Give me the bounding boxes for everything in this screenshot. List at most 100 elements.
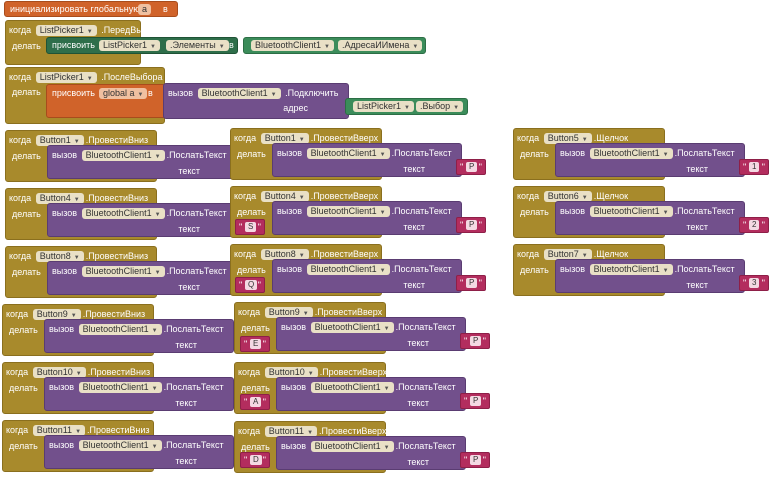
component-dropdown[interactable]: Button5▼ [543, 133, 592, 144]
loose-string-block[interactable]: "S" [235, 219, 265, 235]
set-property-block[interactable]: присвоить ListPicker1▼ .Элементы▼ в [46, 37, 238, 54]
global-variable-init-block[interactable]: инициализировать глобальную a в [4, 1, 178, 17]
string-value[interactable]: 1 [749, 162, 760, 172]
set-global-block[interactable]: присвоить global a▼ в [46, 84, 166, 118]
client-dropdown[interactable]: BluetoothClient1▼ [306, 148, 390, 159]
when-label: когда [9, 135, 32, 145]
loose-string-block[interactable]: "D" [240, 452, 270, 468]
event-name: .ПровестиВниз [85, 135, 149, 145]
client-dropdown[interactable]: BluetoothClient1▼ [310, 441, 394, 452]
text-string-block[interactable]: "1" [739, 159, 769, 175]
component-dropdown[interactable]: Button4▼ [260, 191, 309, 202]
client-dropdown[interactable]: BluetoothClient1▼ [589, 148, 673, 159]
component-dropdown[interactable]: Button11▼ [264, 426, 318, 437]
component-dropdown[interactable]: Button9▼ [32, 309, 81, 320]
client-dropdown[interactable]: BluetoothClient1▼ [310, 322, 394, 333]
string-value[interactable]: P [470, 455, 482, 465]
text-string-block[interactable]: "P" [460, 452, 490, 468]
selection-dropdown[interactable]: .Выбор▼ [416, 101, 464, 112]
string-value[interactable]: D [250, 455, 262, 465]
component-dropdown[interactable]: Button11▼ [32, 425, 86, 436]
text-string-block[interactable]: "P" [460, 333, 490, 349]
client-dropdown[interactable]: BluetoothClient1▼ [78, 440, 162, 451]
event-name: .ПровестиВверх [310, 249, 379, 259]
string-value[interactable]: P [470, 336, 482, 346]
text-string-block[interactable]: "P" [460, 393, 490, 409]
when-label: когда [238, 426, 261, 436]
component-dropdown[interactable]: Button10▼ [264, 367, 318, 378]
client-dropdown[interactable]: BluetoothClient1▼ [197, 88, 281, 99]
text-string-block[interactable]: "3" [739, 275, 769, 291]
loose-string-block[interactable]: "A" [240, 394, 270, 410]
text-string-block[interactable]: "2" [739, 217, 769, 233]
prop-dropdown[interactable]: .АдресаИИмена▼ [338, 40, 423, 51]
comp-dropdown[interactable]: ListPicker1▼ [353, 101, 414, 112]
client-dropdown[interactable]: BluetoothClient1▼ [306, 206, 390, 217]
string-value[interactable]: Q [245, 280, 258, 290]
loose-string-block[interactable]: "Q" [235, 277, 265, 293]
method-name: .ПослатьТекст [166, 266, 227, 276]
string-value[interactable]: P [470, 396, 482, 406]
string-value[interactable]: P [466, 162, 478, 172]
string-value[interactable]: 2 [749, 220, 760, 230]
listpicker-selection-getter[interactable]: ListPicker1▼ .Выбор▼ [345, 98, 468, 115]
component-dropdown[interactable]: Button10▼ [32, 367, 86, 378]
text-string-block[interactable]: "P" [456, 159, 486, 175]
call-label: вызов [281, 382, 307, 392]
event-name: .ПослеВыбора [101, 72, 163, 82]
string-value[interactable]: E [250, 339, 262, 349]
method-name: .ПослатьТекст [674, 206, 735, 216]
target-dropdown[interactable]: ListPicker1▼ [99, 40, 160, 51]
bluetooth-addresses-getter[interactable]: BluetoothClient1▼ .АдресаИИмена▼ [243, 37, 426, 54]
component-dropdown[interactable]: Button4▼ [35, 193, 84, 204]
component-dropdown[interactable]: Button8▼ [260, 249, 309, 260]
text-string-block[interactable]: "P" [456, 217, 486, 233]
client-dropdown[interactable]: BluetoothClient1▼ [81, 266, 165, 277]
client-dropdown[interactable]: BluetoothClient1▼ [310, 382, 394, 393]
text-label: текст [403, 164, 425, 174]
client-dropdown[interactable]: BluetoothClient1▼ [589, 264, 673, 275]
component-dropdown[interactable]: Button7▼ [543, 249, 592, 260]
loose-string-block[interactable]: "E" [240, 336, 270, 352]
client-dropdown[interactable]: BluetoothClient1▼ [78, 324, 162, 335]
component-dropdown[interactable]: Button1▼ [260, 133, 309, 144]
component-dropdown[interactable]: ListPicker1▼ [35, 72, 97, 83]
client-dropdown[interactable]: BluetoothClient1▼ [589, 206, 673, 217]
string-value[interactable]: 3 [749, 278, 760, 288]
component-dropdown[interactable]: Button6▼ [543, 191, 592, 202]
text-string-block[interactable]: "P" [456, 275, 486, 291]
client-dropdown[interactable]: BluetoothClient1▼ [306, 264, 390, 275]
component-dropdown[interactable]: ListPicker1▼ [35, 25, 97, 36]
component-dropdown[interactable]: Button9▼ [264, 307, 313, 318]
string-value[interactable]: A [250, 397, 262, 407]
call-label: вызов [168, 88, 194, 98]
client-dropdown[interactable]: BluetoothClient1▼ [78, 382, 162, 393]
connect-call-block[interactable]: вызов BluetoothClient1▼ .Подключить адре… [163, 83, 349, 119]
string-value[interactable]: P [466, 278, 478, 288]
string-value[interactable]: S [245, 222, 257, 232]
client-dropdown[interactable]: BluetoothClient1▼ [81, 208, 165, 219]
var-dropdown[interactable]: global a▼ [99, 88, 148, 99]
component-dropdown[interactable]: Button1▼ [35, 135, 84, 146]
global-var-name[interactable]: a [138, 4, 152, 15]
client-dropdown[interactable]: BluetoothClient1▼ [251, 40, 334, 51]
property-dropdown[interactable]: .Элементы▼ [166, 40, 229, 51]
component-dropdown[interactable]: Button8▼ [35, 251, 84, 262]
client-dropdown[interactable]: BluetoothClient1▼ [81, 150, 165, 161]
string-value[interactable]: P [466, 220, 478, 230]
